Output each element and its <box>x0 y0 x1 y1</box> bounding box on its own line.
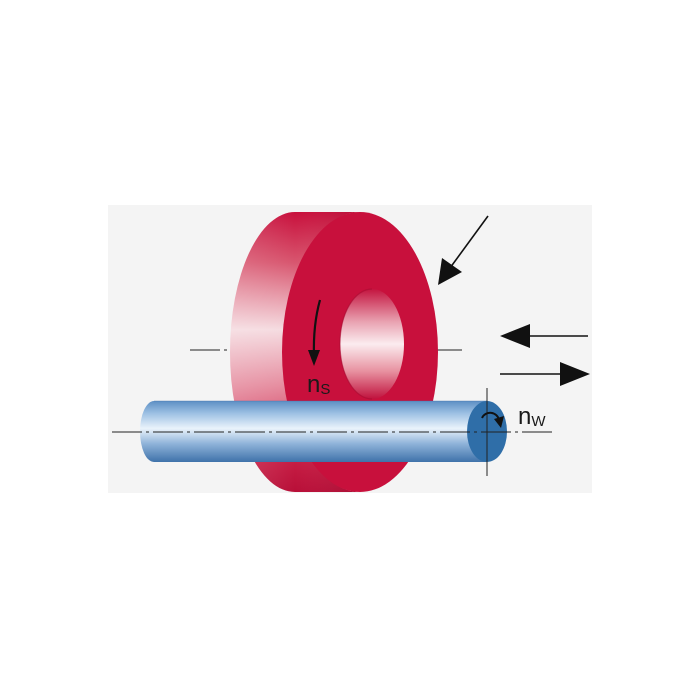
wheel-rotation-arrow-icon <box>308 299 322 366</box>
workpiece-rotation-arrow-icon <box>481 411 504 428</box>
feed-left-arrow-icon <box>500 324 588 348</box>
feed-right-arrow-icon <box>500 362 590 386</box>
wheel-speed-label: nS <box>307 371 330 398</box>
infeed-arrow-icon <box>438 215 489 285</box>
workpiece-speed-label: nW <box>518 403 546 430</box>
grinding-wheel-bore <box>340 289 404 399</box>
